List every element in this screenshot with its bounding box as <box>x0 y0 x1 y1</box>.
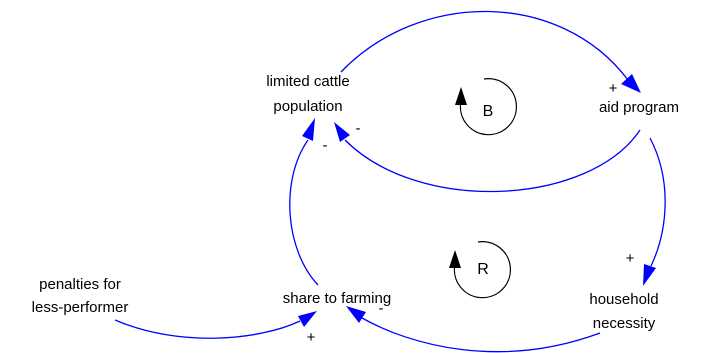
node-limited-cattle-population-line1: limited cattle <box>266 73 349 90</box>
sign-aid-to-cattle: - <box>356 120 361 137</box>
loop-label-lower: R <box>477 261 489 278</box>
arrowhead-household-to-share <box>346 306 366 323</box>
node-share-to-farming: share to farming <box>283 290 391 307</box>
node-penalties-line2: less-performer <box>32 299 129 316</box>
loop-arrowhead-upper <box>455 87 467 105</box>
sign-penalties-to-share: + <box>307 329 316 346</box>
loop-arrowhead-lower <box>449 250 461 268</box>
link-household-to-share <box>361 317 601 353</box>
link-share-to-cattle <box>289 139 319 286</box>
link-aid-to-cattle <box>344 129 641 193</box>
node-penalties-line1: penalties for <box>39 276 121 293</box>
arrowhead-share-to-cattle <box>302 118 315 141</box>
loop-arc-upper <box>459 78 518 136</box>
link-aid-to-household <box>649 137 666 267</box>
node-household-necessity-line2: necessity <box>593 315 656 332</box>
sign-aid-to-household: + <box>626 250 635 267</box>
node-limited-cattle-population-line2: population <box>273 98 342 115</box>
sign-household-to-share: - <box>379 300 384 317</box>
loop-arc-lower <box>453 241 512 299</box>
arrowhead-aid-to-household <box>643 264 656 286</box>
link-cattle-to-aid <box>340 10 629 81</box>
sign-share-to-cattle: - <box>323 137 328 154</box>
link-penalties-to-share <box>114 319 301 339</box>
arrowhead-penalties-to-share <box>298 311 317 327</box>
node-household-necessity-line1: household <box>589 291 658 308</box>
node-aid-program: aid program <box>599 99 679 116</box>
sign-cattle-to-aid: + <box>609 80 618 97</box>
loop-label-upper: B <box>483 103 494 120</box>
arrowhead-aid-to-cattle <box>334 122 350 142</box>
arrowhead-cattle-to-aid <box>621 74 641 93</box>
